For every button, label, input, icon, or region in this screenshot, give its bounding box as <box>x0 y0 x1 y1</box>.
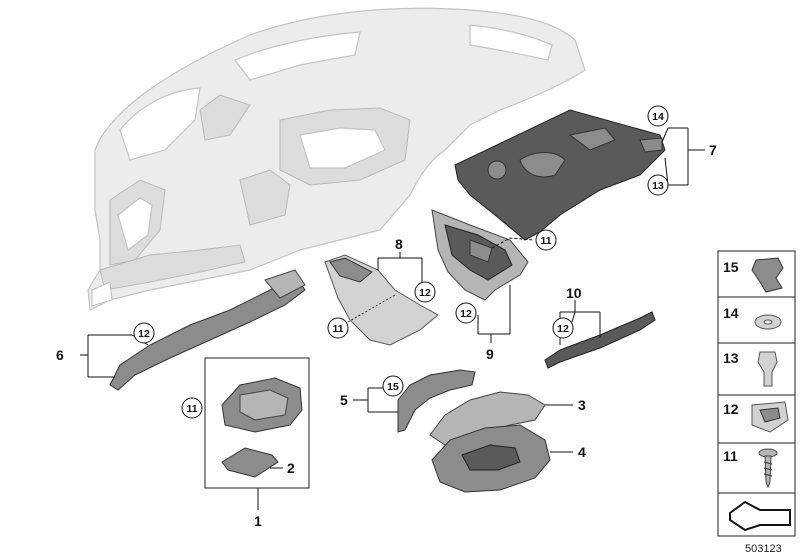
rivet-icon <box>757 351 778 387</box>
callout-5: 5 <box>340 392 348 408</box>
svg-text:12: 12 <box>723 401 739 417</box>
part-9-trim-panel <box>431 209 529 301</box>
circled-14-top: 14 <box>647 105 669 127</box>
callout-6: 6 <box>56 347 64 363</box>
diagram-code: 503123 <box>745 543 782 555</box>
clip-icon <box>751 257 784 293</box>
callout-4: 4 <box>578 444 586 460</box>
svg-text:12: 12 <box>557 323 569 335</box>
circled-13-top: 13 <box>647 174 669 196</box>
circled-11-part1: 11 <box>181 397 203 419</box>
callout-3: 3 <box>578 397 586 413</box>
part-10-trim-strip <box>544 311 656 369</box>
legend-item-15: 15 <box>717 250 796 298</box>
legend-item-13: 13 <box>717 342 796 396</box>
svg-text:11: 11 <box>186 403 197 415</box>
circled-11-part8: 11 <box>327 317 349 339</box>
callout-1: 1 <box>254 513 262 529</box>
svg-text:12: 12 <box>419 287 431 299</box>
svg-text:15: 15 <box>387 381 399 393</box>
callout-9: 9 <box>486 346 494 362</box>
circled-12-part6: 12 <box>133 322 155 344</box>
svg-text:13: 13 <box>652 180 664 192</box>
svg-text:15: 15 <box>723 259 739 275</box>
legend-item-11: 11 <box>717 442 796 494</box>
circled-11-right: 11 <box>535 229 557 251</box>
part-6-trim-strip <box>109 269 306 391</box>
svg-text:12: 12 <box>460 308 472 320</box>
callout-8: 8 <box>395 236 403 252</box>
part-8-knee-trim <box>324 254 439 346</box>
circled-12-part10: 12 <box>552 317 574 339</box>
circled-callouts: 14 13 11 12 11 12 12 12 <box>133 105 669 419</box>
part-1-glovebox <box>204 357 310 489</box>
legend-item-12: 12 <box>717 394 796 444</box>
svg-text:14: 14 <box>652 111 664 123</box>
part-set-icon <box>729 500 791 532</box>
legend-item-14: 14 <box>717 296 796 344</box>
callout-labels: 7 8 9 10 6 5 3 4 2 1 <box>56 142 717 529</box>
circled-12-part9: 12 <box>455 302 477 324</box>
part-7-insulation-mat <box>454 109 666 241</box>
callout-leaders <box>80 127 705 510</box>
circled-15-part5: 15 <box>382 375 404 397</box>
fastener-legend: 15 14 13 12 11 <box>717 250 796 555</box>
callout-10: 10 <box>566 285 582 301</box>
svg-text:13: 13 <box>723 350 739 366</box>
svg-text:12: 12 <box>138 328 150 340</box>
svg-text:11: 11 <box>540 235 551 247</box>
part-4-column-trim-lower <box>431 424 551 493</box>
svg-text:11: 11 <box>723 448 738 464</box>
callout-7: 7 <box>709 142 717 158</box>
svg-text:11: 11 <box>332 323 343 335</box>
callout-2: 2 <box>287 460 295 476</box>
svg-text:14: 14 <box>723 305 739 321</box>
part-5-bracket <box>397 369 476 433</box>
dashboard-carrier <box>87 7 586 311</box>
part-2-lid <box>221 447 279 478</box>
circled-12-part8: 12 <box>414 281 436 303</box>
legend-symbol <box>717 492 796 537</box>
